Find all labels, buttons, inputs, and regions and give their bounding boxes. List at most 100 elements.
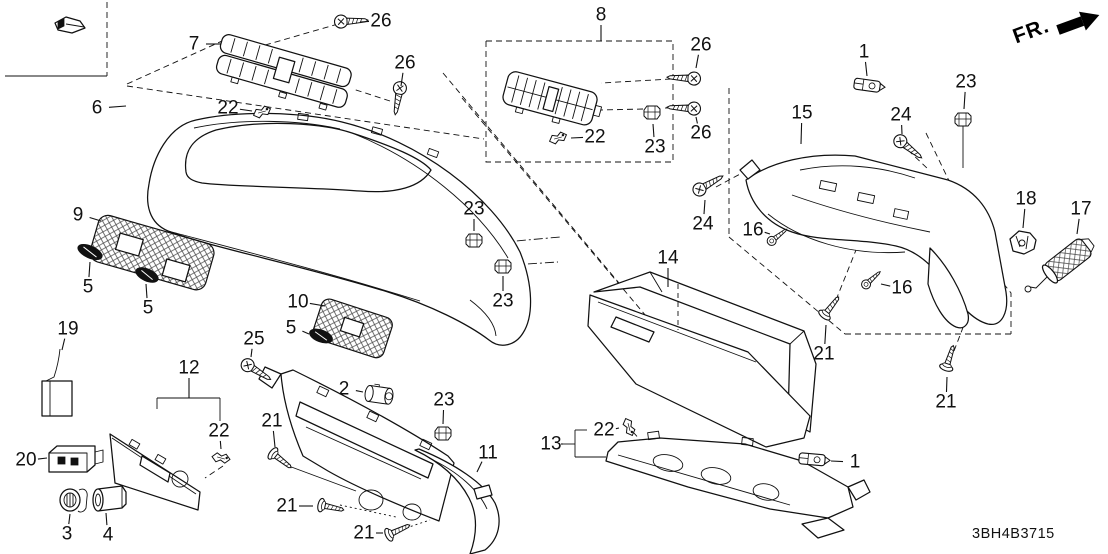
part-20-usb-unit [48,445,104,473]
box-clip-icon [954,112,972,127]
part-18-harness-clip [1009,230,1037,255]
part-9-speaker-grille [89,214,215,291]
callout-leader-5 [145,283,148,299]
pin-fastener-icon [816,292,845,323]
construction-line [485,40,674,163]
callout-label-1: 1 [859,42,870,63]
construction-line [461,97,647,317]
callout-label-18: 18 [1015,189,1036,210]
construction-line [285,464,357,492]
callout-label-19: 19 [57,319,78,340]
callout-label-2: 2 [339,379,350,400]
callout-label-23: 23 [463,199,484,220]
callout-leader-6 [108,105,127,108]
callout-leader-26 [359,20,370,23]
box-clip-icon [643,105,661,120]
callout-leader-24 [703,199,706,215]
callout-leader-23 [963,91,966,110]
screw-icon [890,131,927,164]
callout-label-21: 21 [261,411,282,432]
callout-leader-22 [570,136,584,139]
callout-leader-3 [68,513,71,525]
callout-leader-23 [652,123,655,138]
callout-leader-23 [442,409,445,425]
callout-label-14: 14 [657,248,679,269]
callout-leader-22 [239,108,253,112]
pin-fastener-icon [316,497,346,518]
callout-leader-26 [695,116,698,124]
callout-label-5: 5 [143,298,154,319]
spring-clip-icon [547,130,569,146]
callout-label-22: 22 [217,98,238,119]
callout-label-20: 20 [15,450,36,471]
part-12-switch-panel [109,433,201,511]
screw-icon [388,80,408,117]
callout-label-16: 16 [891,278,912,299]
construction-line [835,249,857,301]
callout-label-26: 26 [690,35,711,56]
construction-line [126,36,232,85]
screw-icon [666,70,702,86]
pin-fastener-icon [382,518,414,543]
callout-leader-25 [250,348,253,358]
callout-leader-22 [219,440,222,450]
construction-line [352,88,391,102]
callout-leader-15 [800,122,803,145]
callout-label-21: 21 [935,392,956,413]
small-screw-icon [859,267,884,292]
callout-label-26: 26 [690,123,711,144]
part-15-glovebox-housing [739,154,1008,329]
pin-fastener-icon [265,445,296,474]
fr-direction-arrow [1056,11,1100,35]
callout-label-1: 1 [850,452,861,473]
callout-leader-16 [764,231,771,235]
callout-label-23: 23 [433,390,454,411]
callout-label-11: 11 [478,443,498,464]
bulb-unit-icon [852,77,887,94]
callout-label-12: 12 [178,358,199,379]
part-17-damper [1024,238,1095,293]
callout-label-17: 17 [1070,199,1091,220]
callout-label-9: 9 [73,205,84,226]
callout-leader-17 [1076,218,1080,235]
part-3-socket-knob [59,488,88,513]
callout-label-22: 22 [208,421,229,442]
part-7-center-vent-assembly [215,34,352,111]
construction-line [600,78,672,84]
callout-label-5: 5 [286,318,297,339]
callout-leader-21 [824,324,827,345]
part-10-speaker-grille [312,298,393,359]
callout-label-22: 22 [584,127,605,148]
box-clip-icon [465,233,483,248]
callout-leader-21 [272,430,276,448]
callout-leader-18 [1022,208,1026,229]
callout-label-16: 16 [742,220,763,241]
callout-label-23: 23 [644,137,665,158]
callout-leader-10 [309,302,326,307]
callout-label-24: 24 [692,214,714,235]
construction-line [442,72,625,290]
callout-leader-22 [615,427,620,430]
construction-line [339,504,397,518]
socket-icon [363,382,395,406]
callout-leader-16 [880,283,891,287]
callout-label-10: 10 [287,292,308,313]
callout-leader-20 [37,457,48,460]
part-inset-clip [54,16,86,34]
callout-label-7: 7 [189,34,200,55]
construction-line [600,108,644,111]
callout-leader-26 [695,54,699,69]
construction-line [204,465,224,479]
callout-label-23: 23 [955,72,976,93]
callout-label-23: 23 [492,291,513,312]
screw-icon [333,13,369,29]
part-4-power-socket [92,485,127,512]
pin-fastener-icon [938,343,961,374]
callout-label-4: 4 [103,525,114,546]
callout-label-24: 24 [890,105,912,126]
callout-label-13: 13 [540,434,561,455]
callout-leader-5 [88,261,91,278]
